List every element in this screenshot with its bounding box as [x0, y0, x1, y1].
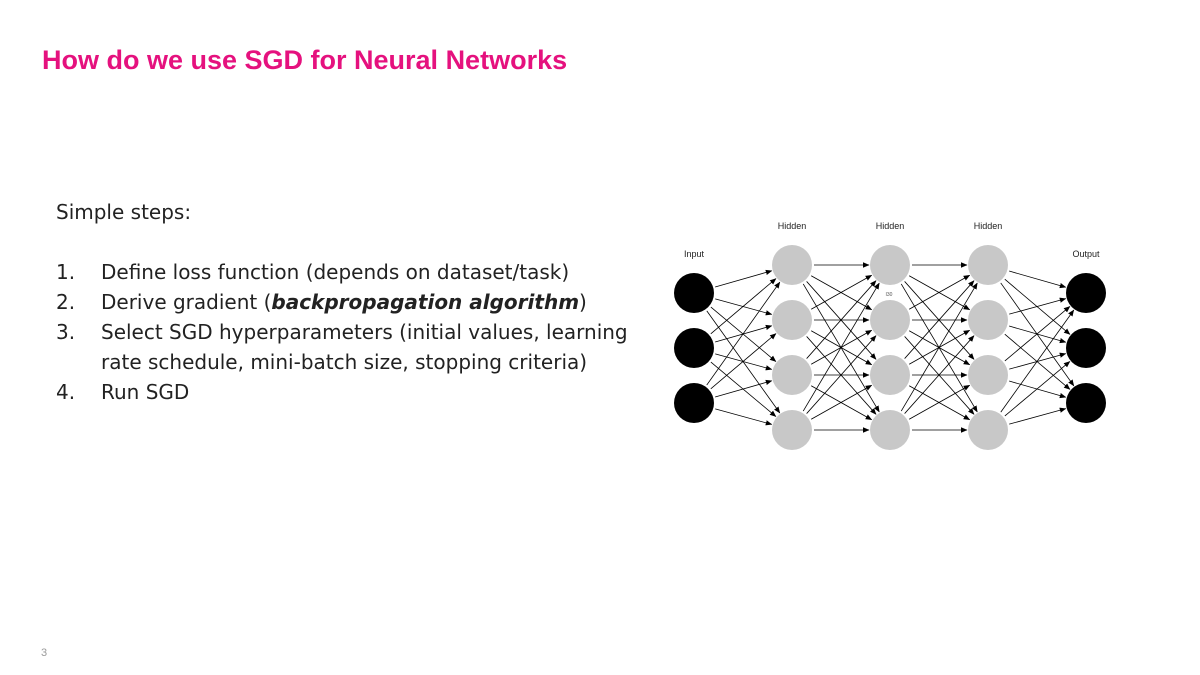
hidden-node — [870, 300, 910, 340]
step-3: 3. Select SGD hyperparameters (initial v… — [56, 317, 636, 377]
step-text: Run SGD — [101, 380, 190, 404]
network-edge — [802, 283, 880, 413]
network-edge — [810, 330, 873, 366]
network-edge — [806, 280, 877, 359]
step-text-after: ) — [579, 290, 587, 314]
output-node — [1066, 328, 1106, 368]
network-edge — [715, 408, 773, 426]
steps-list: 1. Define loss function (depends on data… — [56, 257, 636, 407]
network-edge — [908, 329, 971, 365]
network-edge — [900, 283, 978, 413]
network-edge — [710, 306, 777, 362]
hidden-node — [968, 355, 1008, 395]
network-edge — [810, 274, 873, 310]
slide-body: Simple steps: 1. Define loss function (d… — [56, 197, 636, 407]
network-edge — [806, 335, 877, 414]
hidden-node — [870, 355, 910, 395]
network-edge — [908, 275, 971, 311]
network-edge — [904, 335, 975, 414]
network-edge — [1004, 333, 1071, 390]
step-text: Define loss function (depends on dataset… — [101, 260, 570, 284]
step-number: 3. — [56, 320, 76, 344]
layer-label: Hidden — [876, 221, 905, 231]
network-edge — [900, 282, 978, 412]
hidden-node — [772, 355, 812, 395]
network-edge — [710, 361, 777, 417]
network-edge — [810, 329, 873, 365]
network-edge — [706, 281, 781, 386]
output-node — [1066, 273, 1106, 313]
network-edge — [904, 336, 975, 415]
network-edge — [1004, 361, 1071, 417]
network-edge — [1009, 270, 1067, 289]
network-edge — [1000, 282, 1075, 387]
network-edge — [1000, 309, 1075, 413]
step-number: 2. — [56, 290, 76, 314]
network-edge — [1009, 352, 1067, 370]
network-edge — [1004, 306, 1071, 362]
network-edge — [1009, 407, 1067, 425]
network-edge — [904, 280, 975, 359]
network-edge — [904, 281, 975, 360]
step-text-before: Derive gradient ( — [101, 290, 272, 314]
hidden-node — [870, 410, 910, 450]
network-edge — [810, 384, 873, 420]
step-emphasis: backpropagation algorithm — [271, 290, 580, 314]
network-edge — [710, 333, 777, 390]
step-number: 1. — [56, 260, 76, 284]
network-edge — [1009, 297, 1067, 315]
hidden-node — [968, 410, 1008, 450]
network-edge — [715, 298, 773, 316]
step-1: 1. Define loss function (depends on data… — [56, 257, 636, 287]
step-number: 4. — [56, 380, 76, 404]
network-edge — [710, 278, 777, 335]
hidden-node — [968, 245, 1008, 285]
input-node — [674, 328, 714, 368]
layer-label: Hidden — [778, 221, 807, 231]
network-edge — [810, 275, 873, 311]
layer-label: Output — [1072, 249, 1100, 259]
network-edge — [1009, 380, 1067, 399]
hidden-node — [772, 245, 812, 285]
network-edge — [715, 269, 773, 288]
network-edge — [715, 353, 773, 371]
network-edges — [706, 262, 1075, 433]
network-edge — [908, 384, 971, 420]
input-node — [674, 383, 714, 423]
hidden-node — [870, 245, 910, 285]
output-node — [1066, 383, 1106, 423]
intro-text: Simple steps: — [56, 200, 192, 224]
node-annotation: I30 — [886, 292, 893, 298]
network-edge — [908, 330, 971, 366]
hidden-node — [772, 410, 812, 450]
network-edge — [802, 282, 880, 412]
input-node — [674, 273, 714, 313]
page-number: 3 — [41, 647, 48, 659]
network-edge — [1004, 278, 1071, 335]
step-2: 2. Derive gradient (backpropagation algo… — [56, 287, 636, 317]
network-edge — [806, 336, 877, 415]
network-edge — [706, 310, 781, 414]
network-edge — [908, 274, 971, 310]
network-edge — [1009, 325, 1067, 344]
network-edge — [806, 281, 877, 360]
slide-title: How do we use SGD for Neural Networks — [42, 45, 568, 75]
network-edge — [715, 379, 773, 398]
network-nodes — [674, 245, 1106, 450]
hidden-node — [968, 300, 1008, 340]
network-edge — [908, 385, 971, 421]
hidden-node — [772, 300, 812, 340]
network-edge — [715, 324, 773, 343]
layer-label: Input — [684, 249, 705, 259]
step-4: 4. Run SGD — [56, 377, 636, 407]
network-edge — [810, 385, 873, 421]
step-text: Select SGD hyperparameters (initial valu… — [101, 320, 628, 374]
layer-label: Hidden — [974, 221, 1003, 231]
